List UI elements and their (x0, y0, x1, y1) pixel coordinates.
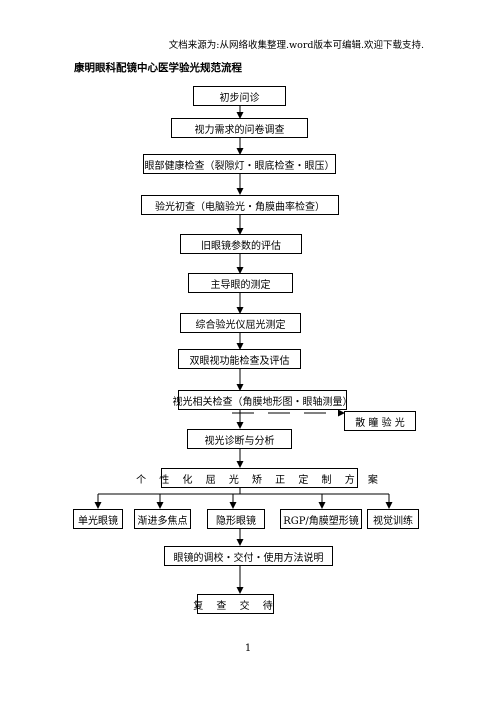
option-contact-lens: 隐形眼镜 (207, 509, 265, 529)
step-initial-consult: 初步问诊 (193, 86, 286, 106)
source-note: 文档来源为:从网络收集整理.word版本可编辑.欢迎下载支持. (168, 40, 424, 51)
step-diagnosis-analysis: 视光诊断与分析 (187, 429, 292, 449)
step-binocular-vision: 双眼视功能检查及评估 (178, 349, 301, 369)
step-follow-up: 复 查 交 待 (193, 594, 274, 614)
step-preliminary-refraction: 验光初查（电脑验光・角膜曲率检查） (141, 195, 339, 215)
cycloplegic-refraction-box: 散 瞳 验 光 (344, 411, 416, 431)
option-vision-training: 视觉训练 (367, 509, 419, 529)
page-title: 康明眼科配镜中心医学验光规范流程 (74, 62, 242, 74)
option-single-vision: 单光眼镜 (73, 509, 123, 529)
step-phoropter-refraction: 综合验光仪屈光测定 (180, 313, 301, 333)
option-progressive: 渐进多焦点 (134, 509, 191, 529)
page-number: 1 (244, 643, 252, 654)
step-old-glasses-evaluation: 旧眼镜参数的评估 (180, 234, 302, 254)
step-eye-health-exam: 眼部健康检查（裂隙灯・眼底检查・眼压） (143, 154, 336, 174)
step-related-exams: 视光相关检查（角膜地形图・眼轴测量） (173, 390, 353, 410)
step-custom-plan: 个 性 化 屈 光 矫 正 定 制 方 案 (136, 468, 378, 488)
step-fitting-delivery: 眼镜的调校・交付・使用方法说明 (164, 546, 333, 566)
step-vision-questionnaire: 视力需求的问卷调查 (171, 118, 308, 138)
option-rgp-ortho-k: RGP/角膜塑形镜 (280, 509, 362, 529)
step-dominant-eye: 主导眼的测定 (188, 273, 293, 293)
